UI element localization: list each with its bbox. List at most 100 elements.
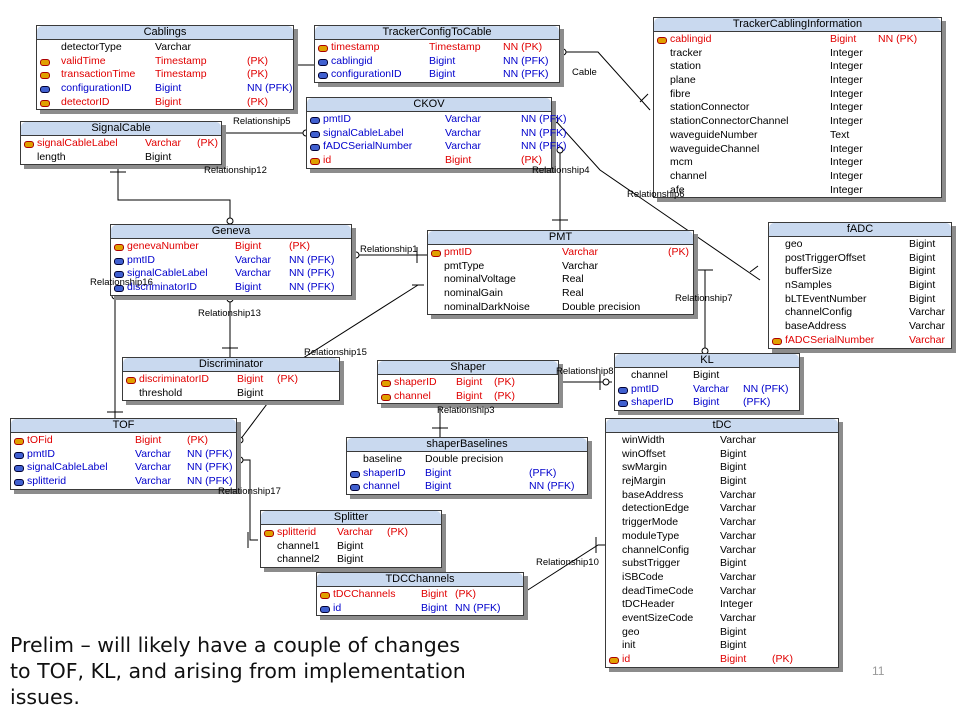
attribute-row: station Integer (654, 60, 941, 74)
attribute-type: Bigint (429, 54, 456, 67)
attribute-type: Bigint (155, 95, 182, 108)
attribute-constraint: NN (PFK) (521, 140, 567, 153)
attribute-name: transactionTime (61, 68, 136, 81)
attribute-type: Bigint (337, 553, 364, 566)
attribute-type: Varchar (135, 461, 171, 474)
primary-key-icon (772, 337, 782, 345)
attribute-type: Varchar (135, 447, 171, 460)
attribute-name: id (323, 154, 332, 167)
attribute-constraint: (PK) (494, 376, 515, 388)
foreign-key-icon (114, 257, 124, 265)
attribute-constraint: (PK) (668, 246, 689, 258)
attribute-constraint: NN (PFK) (187, 461, 233, 474)
attribute-name: triggerMode (622, 516, 679, 529)
attribute-type: Bigint (237, 386, 264, 399)
entity-title: Splitter (261, 511, 441, 525)
attribute-type: Bigint (909, 292, 936, 305)
attribute-type: Bigint (720, 461, 747, 474)
attribute-name: station (670, 60, 701, 73)
entity-title: shaperBaselines (347, 438, 587, 452)
entity-title: PMT (428, 231, 693, 245)
page-number: 11 (872, 664, 885, 678)
attribute-name: cablingid (331, 54, 373, 67)
attribute-type: Bigint (720, 475, 747, 488)
attribute-type: Bigint (135, 434, 162, 446)
attribute-name: moduleType (622, 529, 680, 542)
attribute-type: Bigint (909, 251, 936, 264)
attribute-type: Real (562, 287, 584, 300)
attribute-type: Bigint (421, 601, 448, 614)
attribute-type: Integer (830, 60, 863, 73)
entity-title: SignalCable (21, 122, 221, 136)
foreign-key-icon (14, 479, 24, 487)
attribute-type: Bigint (429, 68, 456, 81)
attribute-name: signalCableLabel (27, 461, 108, 474)
attribute-name: postTriggerOffset (785, 251, 866, 264)
attribute-type: Varchar (155, 41, 191, 53)
primary-key-icon (381, 393, 391, 401)
attribute-constraint: (PK) (197, 137, 218, 149)
attribute-name: channelConfig (785, 306, 853, 319)
attribute-type: Double precision (562, 300, 641, 313)
attribute-name: discriminatorID (139, 373, 210, 385)
primary-key-icon (381, 380, 391, 387)
attribute-name: channel1 (277, 539, 320, 552)
foreign-key-icon (14, 465, 24, 473)
foreign-key-icon (14, 451, 24, 459)
attribute-type: Bigint (720, 639, 747, 652)
attribute-name: init (622, 639, 636, 652)
entity-title: KL (615, 354, 799, 368)
attribute-name: signalCableLabel (127, 267, 208, 280)
attribute-constraint: (PK) (277, 373, 298, 385)
attribute-constraint: NN (PFK) (289, 253, 335, 266)
primary-key-icon (24, 141, 34, 148)
attribute-name: tOFid (27, 434, 53, 446)
relationship-label: Relationship7 (675, 293, 733, 304)
attribute-name: tracker (670, 46, 703, 59)
attribute-name: configurationID (331, 68, 402, 81)
attribute-name: genevaNumber (127, 240, 199, 252)
primary-key-icon (318, 45, 328, 52)
attribute-name: validTime (61, 54, 106, 67)
primary-key-icon (431, 250, 441, 257)
attribute-type: Varchar (720, 570, 756, 583)
attribute-constraint: NN (PFK) (455, 601, 501, 614)
attribute-name: channel2 (277, 553, 320, 566)
attribute-name: nSamples (785, 279, 832, 292)
